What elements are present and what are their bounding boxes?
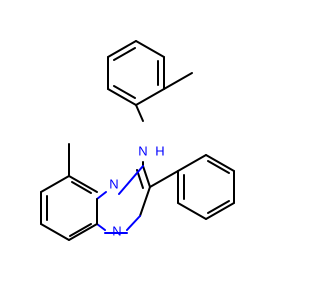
nh-h-label: H: [155, 144, 164, 159]
pyridine-ring: [40, 175, 107, 241]
molecular-structure: N H N N: [40, 40, 235, 241]
bond: [135, 88, 165, 106]
bond: [135, 40, 165, 58]
imidazole-ring: [96, 165, 151, 234]
bond: [177, 154, 207, 172]
imine-n-label: N: [112, 224, 121, 239]
double-bond-inner: [207, 160, 230, 174]
ring-to-nh-bond: [135, 104, 144, 122]
bond: [139, 186, 151, 217]
double-bond-inner: [71, 181, 92, 194]
bond: [107, 40, 137, 58]
bond: [142, 165, 151, 188]
bond: [96, 191, 107, 200]
bond: [40, 175, 70, 193]
bond: [118, 165, 144, 195]
phenyl-ring: [177, 154, 235, 220]
bridgehead-n-label: N: [109, 177, 118, 192]
bond: [205, 202, 235, 220]
bond: [205, 154, 235, 172]
bond: [177, 202, 207, 220]
bond: [68, 175, 98, 193]
double-bond-inner: [207, 200, 230, 214]
tolyl-methyl-bond: [163, 72, 193, 90]
tolyl-ring: [107, 40, 165, 106]
double-bond-inner: [113, 47, 136, 61]
bond: [68, 223, 98, 241]
double-bond-inner: [113, 85, 136, 99]
bond: [107, 88, 137, 106]
bond: [96, 223, 106, 231]
bond: [40, 223, 70, 241]
nh-n-label: N: [138, 144, 147, 159]
double-bond-inner: [69, 223, 92, 237]
bond: [126, 215, 141, 231]
c2-to-phenyl-bond: [149, 170, 179, 188]
